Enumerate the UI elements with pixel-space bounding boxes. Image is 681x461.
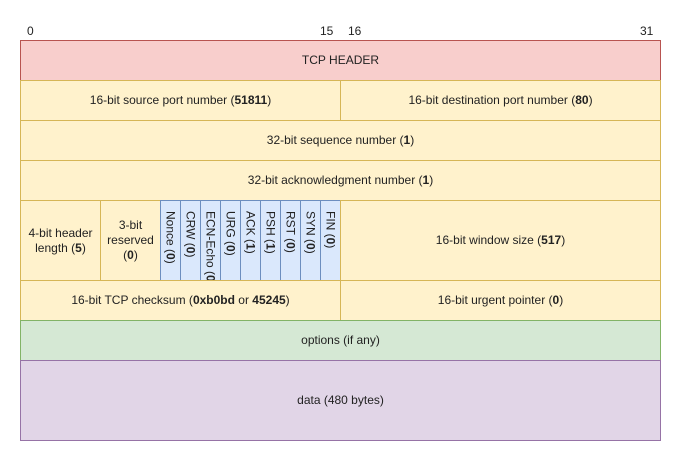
source-port-text: 16-bit source port number (51811): [89, 93, 272, 107]
flag-label: RST (0): [283, 211, 298, 253]
flag-label: URG (0): [223, 211, 238, 256]
flag-label: FIN (0): [323, 211, 338, 249]
source-port-field: 16-bit source port number (51811): [20, 80, 341, 121]
flag-label: ACK (1): [243, 211, 258, 254]
options-field: options (if any): [20, 320, 661, 361]
flag-label: PSH (1): [263, 211, 278, 254]
options-text: options (if any): [301, 333, 380, 347]
data-text: data (480 bytes): [297, 393, 384, 407]
urgent-pointer-field: 16-bit urgent pointer (0): [340, 280, 661, 321]
window-size-field: 16-bit window size (517): [340, 200, 661, 281]
checksum-text: 16-bit TCP checksum (0xb0bd or 45245): [71, 293, 290, 307]
tcp-header-title: TCP HEADER: [20, 40, 661, 81]
flag-urg: URG (0): [220, 200, 241, 281]
flag-fin: FIN (0): [320, 200, 341, 281]
flag-label: ECN-Echo (0): [203, 211, 218, 286]
data-field: data (480 bytes): [20, 360, 661, 441]
acknowledgment-number-text: 32-bit acknowledgment number (1): [247, 173, 434, 187]
window-size-text: 16-bit window size (517): [435, 233, 566, 247]
bit-label-31: 31: [640, 24, 654, 38]
urgent-pointer-text: 16-bit urgent pointer (0): [437, 293, 564, 307]
bit-label-0: 0: [27, 24, 34, 38]
flag-syn: SYN (0): [300, 200, 321, 281]
bit-label-15: 15: [320, 24, 334, 38]
destination-port-text: 16-bit destination port number (80): [408, 93, 593, 107]
flag-ecn-echo: ECN-Echo (0): [200, 200, 221, 286]
flag-nonce: Nonce (0): [160, 200, 181, 281]
destination-port-field: 16-bit destination port number (80): [340, 80, 661, 121]
checksum-field: 16-bit TCP checksum (0xb0bd or 45245): [20, 280, 341, 321]
sequence-number-text: 32-bit sequence number (1): [266, 133, 415, 147]
flag-rst: RST (0): [280, 200, 301, 281]
flag-label: Nonce (0): [163, 211, 178, 264]
acknowledgment-number-field: 32-bit acknowledgment number (1): [20, 160, 661, 201]
flag-psh: PSH (1): [260, 200, 281, 281]
tcp-header-title-text: TCP HEADER: [301, 53, 380, 67]
bit-label-16: 16: [348, 24, 362, 38]
sequence-number-field: 32-bit sequence number (1): [20, 120, 661, 161]
flag-label: CRW (0): [183, 211, 198, 258]
flag-crw: CRW (0): [180, 200, 201, 281]
flag-label: SYN (0): [303, 211, 318, 254]
flag-ack: ACK (1): [240, 200, 261, 281]
